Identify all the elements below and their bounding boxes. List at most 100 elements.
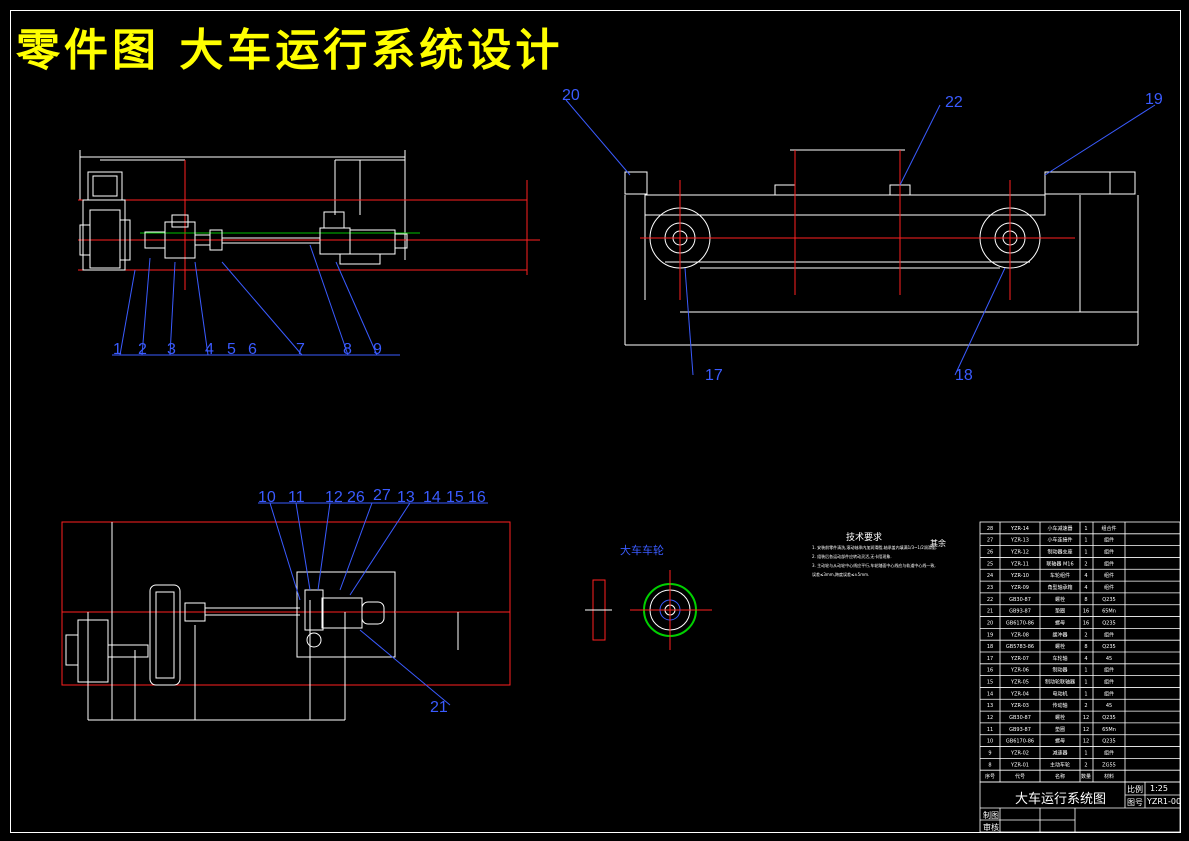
parts-table-cell: 22 [987,597,993,603]
parts-table-cell: 12 [987,715,993,721]
leader-21: 21 [430,699,448,716]
leader-16: 16 [468,489,486,506]
tech-line-1: 1. 安装前零件清洗,滚动轴承内加润滑脂,轴承盖内填满1/3~1/2润滑脂. [812,545,938,550]
parts-table-cell: 螺栓 [1055,714,1065,721]
parts-table-cell: GB6170-86 [1006,739,1034,745]
parts-table-cell: 制动器支座 [1047,549,1072,556]
parts-table-cell: 2 [1084,632,1087,638]
parts-table-cell: 电动机 [1052,690,1067,697]
parts-table-cell: 14 [987,691,993,697]
parts-table-cell: 螺栓 [1055,596,1065,603]
parts-table-cell: 45 [1106,656,1112,662]
parts-table-cell: GB6170-86 [1006,620,1034,626]
parts-table-cell: 组件 [1104,631,1114,638]
parts-table-cell: 25 [987,561,993,567]
leader-18: 18 [955,367,973,384]
parts-table-cell: 2 [1084,561,1087,567]
parts-table-cell: 名称 [1055,773,1065,780]
parts-table-cell: 组件 [1104,560,1114,567]
parts-table-cell: 26 [987,550,993,556]
parts-table-cell: 制动器 [1052,667,1067,674]
parts-table-cell: 序号 [985,773,995,780]
parts-table-cell: YZR-11 [1010,561,1029,567]
parts-table-cell: GB30-87 [1009,597,1031,603]
leader-8: 8 [343,341,352,358]
parts-table-cell: YZR-09 [1010,585,1029,591]
parts-table-cell: 联轴器 M16 [1046,560,1073,567]
parts-table-cell: YZR-03 [1010,703,1029,709]
parts-table-cell: GB5783-86 [1006,644,1034,650]
parts-table-cell: 28 [987,526,993,532]
parts-table-cell: 车轮轴 [1052,655,1067,662]
parts-table-cell: YZR-04 [1010,691,1029,697]
tech-line-2: 2. 组装后各运动部件应转动灵活,无卡阻现象. [812,554,892,559]
other-surface-label: 其余 [930,539,946,548]
parts-table-cell: 8 [1084,597,1087,603]
parts-table-cell: 制动轮联轴器 [1045,679,1075,686]
parts-table-cell: 组合件 [1101,525,1116,532]
leader-9: 9 [373,341,382,358]
parts-table-cell: 27 [987,538,993,544]
parts-table-cell: 螺栓 [1055,643,1065,650]
parts-table-cell: 8 [1084,644,1087,650]
wheel-detail-view [585,570,712,650]
parts-table-cell: 组件 [1104,749,1114,756]
title-block-drawing-name: 大车运行系统图 [1015,792,1107,807]
parts-table-cell: 1 [1084,691,1087,697]
leader-3: 3 [167,341,176,358]
parts-table-cell: YZR-14 [1010,526,1029,532]
parts-table-cell: 18 [987,644,993,650]
leader-26: 26 [347,489,365,506]
parts-table-cell: Q235 [1102,644,1115,650]
leader-1: 1 [113,341,122,358]
leader-6: 6 [248,341,257,358]
leader-12: 12 [325,489,343,506]
parts-table-cell: 17 [987,656,993,662]
parts-table-cell: 小车连接件 [1047,537,1072,544]
parts-table-cell: 传动轴 [1052,702,1067,709]
parts-table-cell: GB30-87 [1009,715,1031,721]
parts-table-cell: YZR-12 [1010,550,1029,556]
parts-table-cell: Q235 [1102,620,1115,626]
parts-table-cell: Q235 [1102,739,1115,745]
parts-table-cell: ZG55 [1102,762,1116,768]
parts-table-cell: 螺母 [1055,738,1065,745]
parts-table-cell: 组件 [1104,537,1114,544]
parts-table-cell: 12 [1083,727,1089,733]
parts-table-cell: 45 [1106,703,1112,709]
leader-2: 2 [138,341,147,358]
drawing-frame [10,10,1181,833]
title-block-number-label: 图号 [1127,798,1143,807]
leader-11: 11 [288,489,305,506]
parts-table-cell: 1 [1084,550,1087,556]
parts-table-cell: 19 [987,632,993,638]
page-title: 零件图 大车运行系统设计 [16,25,564,76]
parts-table-cell: 组件 [1104,549,1114,556]
parts-table-cell: YZR-02 [1010,750,1029,756]
parts-table-cell: Q235 [1102,715,1115,721]
leader-15: 15 [446,489,464,506]
parts-table-cell: 1 [1084,750,1087,756]
parts-table-cell: 缓冲器 [1052,631,1067,638]
parts-table-cell: YZR-01 [1010,762,1029,768]
parts-table-cell: 16 [987,668,993,674]
parts-table-cell: 主动车轮 [1050,761,1070,768]
parts-table-cell: Q235 [1102,597,1115,603]
parts-table-cell: 数量 [1081,773,1091,780]
parts-table-cell: 2 [1084,762,1087,768]
tech-line-4: 误差≤3mm,跨度误差≤±5mm. [812,572,870,577]
parts-table-cell: 16 [1083,609,1089,615]
bottom-left-view [61,502,511,721]
leader-22: 22 [945,94,963,111]
parts-table-grid [979,521,1181,833]
parts-table-cell: 1 [1084,538,1087,544]
parts-table-cell: 65Mn [1102,727,1116,733]
parts-table-cell: 垫圈 [1055,608,1065,615]
parts-table-cell: 4 [1084,585,1087,591]
tech-requirements-title: 技术要求 [846,533,883,543]
title-block-number-value: YZR1-00 [1147,797,1182,806]
parts-table-cell: 2 [1084,703,1087,709]
parts-table-cell: 螺母 [1055,619,1065,626]
